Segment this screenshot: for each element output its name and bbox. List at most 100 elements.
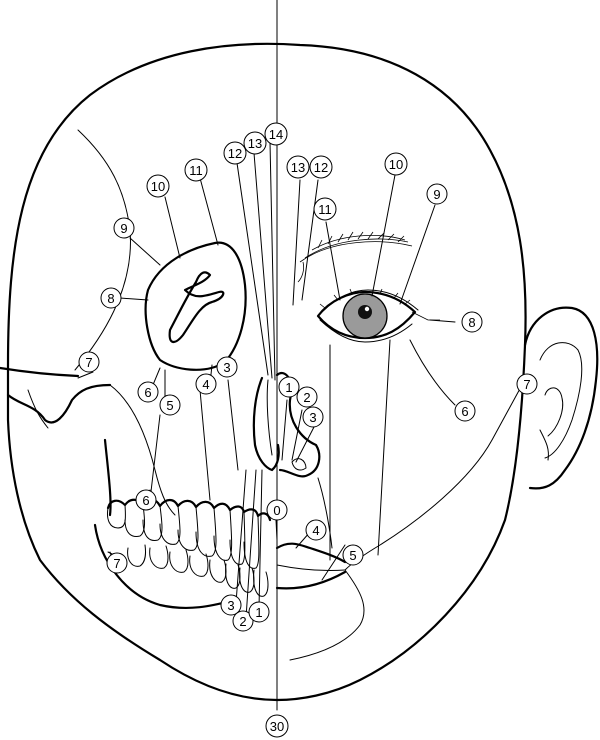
marker-circle (296, 386, 318, 408)
eyebrow (297, 231, 413, 283)
upper-lip (275, 542, 347, 564)
marker-left-5: 5 (159, 394, 181, 416)
marker-label: 3 (227, 598, 234, 613)
marker-circle (106, 552, 128, 574)
marker-bottom-3: 3 (220, 594, 242, 616)
marker-circle (313, 197, 337, 221)
marker-left-7b: 7 (106, 552, 128, 574)
jaw-line (93, 523, 237, 610)
marker-circle (384, 152, 408, 176)
ear (523, 306, 599, 490)
marker-center-0: 0 (266, 499, 288, 521)
marker-left-7: 7 (78, 351, 100, 373)
marker-right-5: 5 (342, 544, 364, 566)
marker-label: 7 (113, 556, 120, 571)
marker-label: 9 (120, 221, 127, 236)
maxilla-line (103, 438, 112, 517)
marker-circle (137, 381, 159, 403)
marker-right-8: 8 (461, 311, 483, 333)
marker-left-9: 9 (113, 217, 135, 239)
marker-label: 0 (273, 503, 280, 518)
temporal-line (74, 129, 131, 371)
marker-label: 5 (166, 398, 173, 413)
marker-circle (516, 373, 538, 395)
marker-circle (135, 489, 157, 511)
marker-label: 7 (523, 377, 530, 392)
marker-label: 6 (461, 404, 468, 419)
marker-label: 2 (303, 390, 310, 405)
marker-label: 1 (255, 605, 262, 620)
marker-bottom-1: 1 (248, 601, 270, 623)
marker-label: 12 (228, 146, 242, 161)
head-outline (6, 42, 527, 702)
orbit-outline (144, 241, 247, 371)
marker-left-6: 6 (137, 381, 159, 403)
marker-circle (146, 174, 170, 198)
lip-line (276, 564, 346, 572)
marker-top-13: 13 (243, 131, 267, 155)
marker-label: 8 (107, 291, 114, 306)
zygoma-lower (6, 383, 112, 424)
zygoma-inner (27, 389, 49, 429)
marker-circle (195, 373, 217, 395)
nasal-septum (266, 379, 273, 456)
nasolabial (317, 477, 333, 549)
marker-left-4: 4 (195, 373, 217, 395)
marker-circle (454, 400, 476, 422)
orbit-inner-bone (168, 271, 225, 343)
marker-label: 3 (223, 360, 230, 375)
marker-label: 6 (144, 385, 151, 400)
zygomatic-arch (0, 366, 80, 378)
ramus (109, 384, 176, 516)
marker-circle (159, 394, 181, 416)
marker-label: 9 (433, 187, 440, 202)
marker-circle (342, 544, 364, 566)
marker-label: 8 (468, 315, 475, 330)
marker-left-10: 10 (146, 174, 170, 198)
marker-circle (78, 351, 100, 373)
marker-right-6: 6 (454, 400, 476, 422)
marker-label: 10 (151, 179, 165, 194)
leader-lines (77, 141, 523, 619)
marker-label: 1 (285, 380, 292, 395)
marker-right-9: 9 (426, 183, 448, 205)
marker-circle (220, 594, 242, 616)
marker-right-13: 13 (286, 155, 310, 179)
marker-circle (223, 141, 247, 165)
marker-label: 10 (389, 157, 403, 172)
lower-lip (275, 570, 347, 590)
marker-circle (243, 131, 267, 155)
marker-left-11: 11 (184, 158, 208, 182)
marker-right-3: 3 (302, 406, 324, 428)
chin-line (289, 569, 365, 661)
marker-label: 30 (270, 719, 284, 734)
marker-top-14: 14 (264, 122, 288, 146)
marker-circle (184, 158, 208, 182)
marker-label: 11 (318, 202, 332, 217)
marker-circle (426, 183, 448, 205)
marker-circle (216, 356, 238, 378)
pupil (358, 305, 372, 319)
marker-right-7: 7 (516, 373, 538, 395)
marker-label: 11 (189, 163, 203, 178)
marker-circle (278, 376, 300, 398)
marker-label: 12 (314, 160, 328, 175)
marker-left-3: 3 (216, 356, 238, 378)
marker-right-11: 11 (313, 197, 337, 221)
marker-label: 14 (269, 127, 283, 142)
marker-top-12: 12 (223, 141, 247, 165)
marker-circle (302, 406, 324, 428)
nasal-cavity (252, 376, 280, 472)
eye (316, 288, 440, 343)
marker-right-12: 12 (309, 155, 333, 179)
nostril (291, 458, 307, 471)
marker-label: 13 (291, 160, 305, 175)
marker-circle (461, 311, 483, 333)
marker-label: 4 (202, 377, 209, 392)
marker-circle (232, 610, 254, 632)
marker-bottom-2: 2 (232, 610, 254, 632)
marker-circle (305, 519, 327, 541)
marker-circle (286, 155, 310, 179)
marker-right-1: 1 (278, 376, 300, 398)
